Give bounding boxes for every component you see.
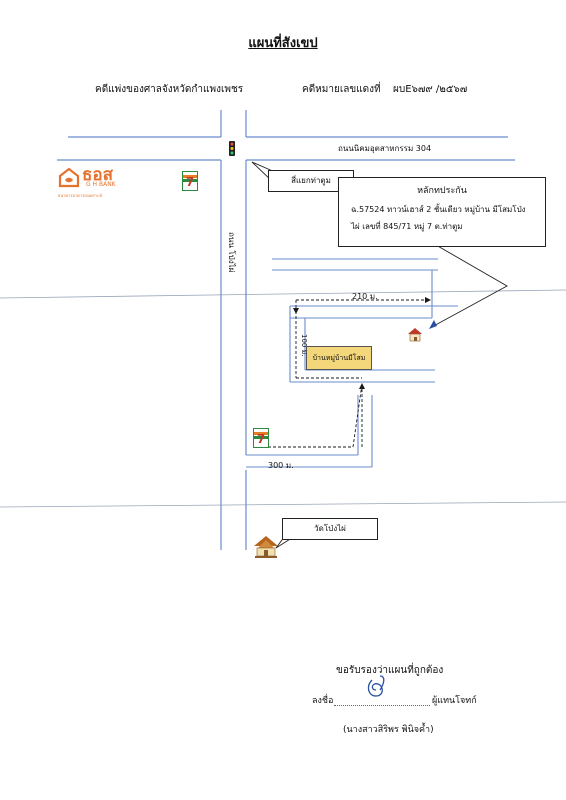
road-label-pong-phai: ถนน โป่งไผ่ [227,232,236,273]
road-label-304: ถนนนิคมอุตสาหกรรม 304 [338,144,432,153]
temple-icon [254,536,278,558]
traffic-light-icon [229,141,235,156]
sign-label: ลงชื่อ [312,696,334,706]
ghb-brand: ธอส [82,165,113,185]
collateral-callout-pointer [429,244,508,329]
collateral-callout: หลักทประกัน ฉ.57524 ทาวน์เฮาส์ 2 ชั้นเดี… [338,177,546,247]
ghb-logo-icon [58,167,80,188]
signer-name: (นางสาวสิริพร พินิจค้ำ) [343,725,434,735]
certification-statement: ขอรับรองว่าแผนที่ถูกต้อง [336,665,444,676]
case-label: คดีหมายเลขแดงที่ [302,84,381,95]
road-304 [57,136,515,161]
temple-callout: วัดโป่งไผ่ [282,518,378,540]
route-dashed [253,299,428,448]
ghb-sub: G H BANK [86,181,116,188]
house-icon [408,328,422,342]
collateral-arrow-head [429,320,437,329]
collateral-line-2: ไผ่ เลขที่ 845/71 หมู่ 7 ต.ท่าตูม [351,222,463,231]
scan-line [0,289,566,299]
scan-line [0,501,566,508]
road-pong-phai [220,110,247,550]
page-title: แผนที่สังเขป [248,36,318,51]
collateral-heading: หลักทประกัน [417,186,467,196]
case-number: ผบE๖๗๙ /๒๕๖๗ [393,84,468,95]
ghb-tagline: ธนาคารอาคารสงเคราะห์ [58,193,102,198]
junction-callout: สี่แยกท่าตูม [268,170,354,192]
court-name: คดีแพ่งของศาลจังหวัดกำแพงเพชร [95,84,244,95]
distance-300: 300 ม. [268,461,294,470]
collateral-line-1: ฉ.57524 ทาวน์เฮาส์ 2 ชั้นเดียว หมู่บ้าน … [351,205,526,214]
sign-role: ผู้แทนโจทก์ [432,696,477,706]
7-eleven-icon: 7 [182,171,198,191]
village-label: บ้านหมู่บ้านมีโสม [306,346,372,370]
distance-210: 210 ม. [352,292,378,301]
route-arrows [293,297,431,389]
signature-line [334,705,430,706]
village-roads [246,258,458,468]
distance-100: 100 ม. [300,334,308,357]
7-eleven-icon: 7 [253,428,269,448]
signature-scribble [367,675,385,697]
